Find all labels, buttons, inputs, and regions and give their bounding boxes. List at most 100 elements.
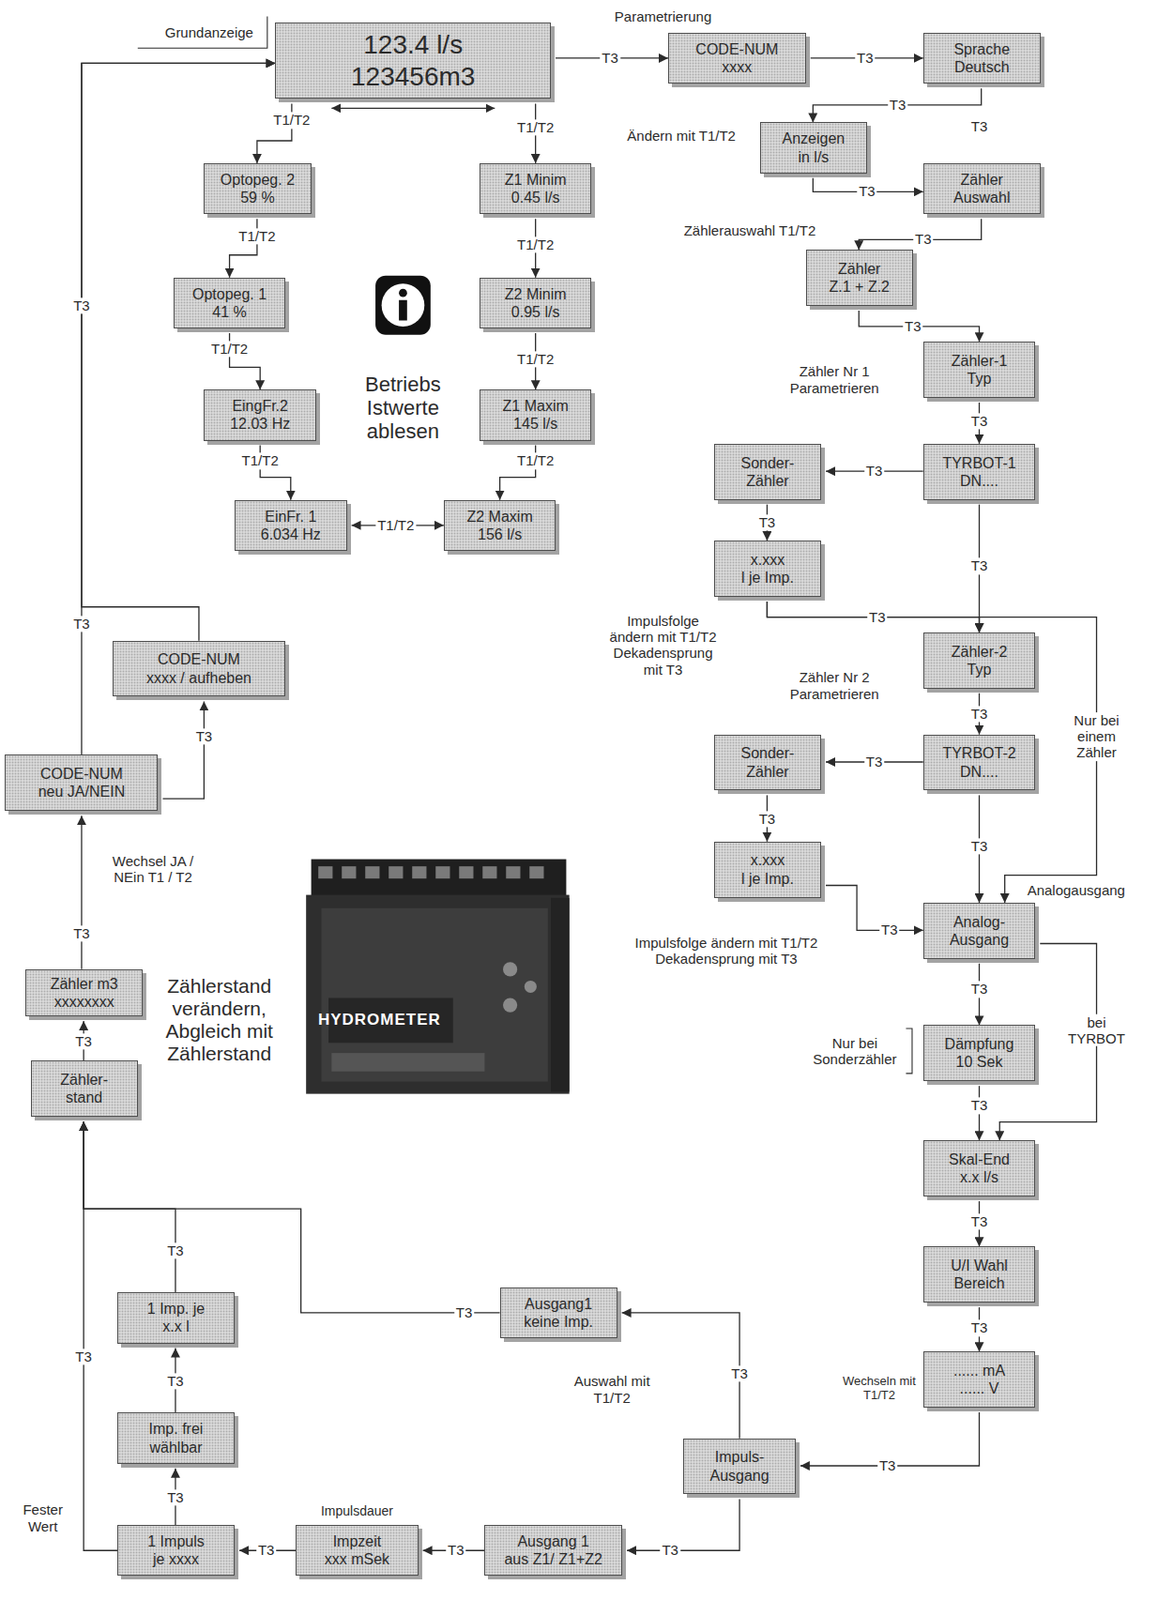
note-label: Impulsfolge ändern mit T1/T2 Dekadenspru… [620, 934, 834, 968]
menu-box: Zähler-2Typ [923, 632, 1037, 689]
note-label: Zählerstand verändern, Abgleich mit Zähl… [146, 975, 293, 1067]
box-text: CODE-NUM [40, 764, 123, 783]
box-text: x.xxx [750, 550, 785, 569]
menu-box: Zähler m3xxxxxxxx [25, 969, 143, 1017]
terminal-screw [529, 866, 544, 879]
front-panel [320, 908, 548, 1082]
menu-box: Anzeigenin l/s [760, 121, 868, 173]
menu-box: Z2 Minim0.95 l/s [479, 277, 593, 329]
menu-box: 1 Impulsje xxxx [117, 1524, 235, 1576]
box-text: 41 % [212, 303, 246, 321]
key-label: T3 [969, 558, 991, 575]
key-label: T3 [867, 609, 888, 625]
box-text: Zähler [746, 762, 789, 781]
box-text: Analog- [953, 913, 1006, 931]
box-text: TYRBOT-1 [942, 454, 1016, 473]
key-label: T3 [71, 925, 92, 942]
box-text: Zähler [838, 259, 881, 278]
box-text: Typ [967, 369, 992, 388]
key-label: T3 [165, 1489, 186, 1506]
box-text: in l/s [797, 148, 829, 167]
note-bracket [905, 1028, 913, 1074]
key-label: T1/T2 [240, 453, 281, 470]
box-text: Anzeigen [782, 129, 846, 148]
box-text: EinFr. 1 [264, 507, 317, 526]
note-label: Impulsdauer [319, 1503, 396, 1519]
device-button [502, 997, 518, 1012]
menu-box: TYRBOT-2DN.... [923, 734, 1037, 792]
terminal-screw [435, 866, 450, 879]
menu-box: Z2 Maxim156 l/s [443, 500, 557, 551]
box-text: Z1 Minim [504, 170, 567, 189]
box-text: ...... mA [953, 1361, 1006, 1380]
device-body [305, 895, 570, 1095]
box-text: Dämpfung [944, 1035, 1015, 1053]
flow-arrow [812, 88, 981, 122]
key-label: T3 [757, 810, 778, 827]
box-text: xxxx / aufheben [146, 669, 252, 687]
key-label: T3 [969, 412, 991, 429]
flow-arrow [80, 815, 82, 969]
terminal-screw [318, 866, 333, 879]
box-text: Optopeg. 2 [220, 170, 295, 189]
note-label: Wechsel JA / NEin T1 / T2 [94, 853, 212, 886]
menu-box: x.xxxl je Imp. [714, 540, 822, 597]
menu-box: TYRBOT-1DN.... [923, 443, 1037, 501]
heading-bracket [137, 16, 268, 49]
menu-box: Z1 Maxim145 l/s [479, 389, 593, 441]
key-label: T3 [854, 49, 876, 66]
key-label: T3 [856, 183, 878, 200]
key-label: T3 [969, 838, 991, 855]
box-text: wählbar [149, 1438, 202, 1457]
menu-box: Zähler-1Typ [923, 341, 1037, 398]
terminal-screw [341, 866, 356, 879]
note-label: Analogausgang [1025, 882, 1128, 899]
box-text: 6.034 Hz [260, 525, 321, 544]
box-text: aus Z1/ Z1+Z2 [503, 1550, 603, 1569]
flow-arrow [83, 1121, 500, 1313]
device-sticker [331, 1052, 485, 1072]
box-text: 145 l/s [513, 414, 558, 433]
note-label: T3 [969, 118, 991, 135]
note-label: Ändern mit T1/T2 [624, 127, 738, 144]
terminal-screw [388, 866, 403, 879]
box-text: x.x l/s [959, 1168, 999, 1187]
box-text: Zähler-2 [951, 642, 1008, 661]
terminal-screw [458, 866, 473, 879]
box-text: 12.03 Hz [229, 414, 290, 433]
info-icon-disc [381, 283, 426, 327]
info-icon-frame [375, 275, 431, 336]
menu-box: Ausgang 1aus Z1/ Z1+Z2 [484, 1524, 623, 1576]
menu-box: Impzeitxxx mSek [295, 1524, 418, 1576]
note-label: Nur bei Sonderzähler [807, 1034, 903, 1067]
box-text: Z2 Maxim [467, 507, 534, 526]
menu-box: SpracheDeutsch [923, 32, 1041, 84]
key-label: T1/T2 [375, 517, 416, 534]
key-label: T1/T2 [209, 340, 250, 357]
box-text: Sonder- [740, 744, 794, 762]
key-label: T3 [969, 1320, 991, 1337]
box-text: CODE-NUM [695, 40, 778, 59]
key-label: T3 [969, 981, 991, 998]
key-label: T3 [73, 1033, 94, 1050]
menu-box: Optopeg. 141 % [173, 277, 287, 329]
info-icon-dot [398, 289, 408, 298]
flow-arrow [162, 700, 204, 799]
box-text: EingFr.2 [231, 396, 289, 415]
box-text: Impuls- [715, 1447, 764, 1466]
box-text: DN.... [959, 762, 999, 781]
note-label: Zähler Nr 1 Parametrieren [778, 363, 890, 397]
box-text: 1 Impuls [147, 1532, 204, 1551]
box-text: neu JA/NEIN [38, 782, 125, 801]
menu-box: Sonder-Zähler [714, 734, 822, 792]
key-label: T3 [165, 1372, 186, 1389]
key-label: T3 [902, 318, 924, 335]
device-brand: HYDROMETER [316, 1010, 443, 1030]
device-side [550, 898, 570, 1093]
note-label: Grundanzeige [163, 24, 256, 41]
connector-group [81, 58, 1098, 1551]
box-text: Ausgang1 [524, 1295, 593, 1313]
terminal-block [311, 859, 567, 898]
